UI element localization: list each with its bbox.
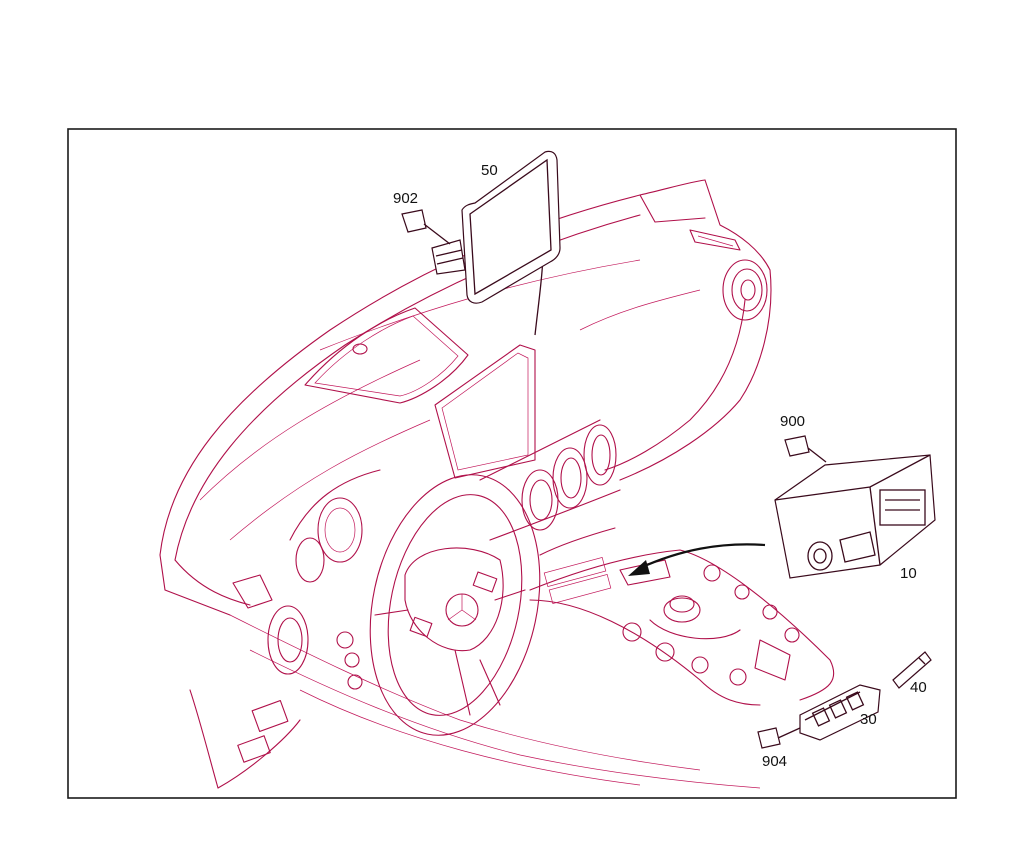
callout-900: 900 [780,413,805,430]
installation-arrow [628,543,766,576]
callout-902: 902 [393,190,418,207]
callout-40: 40 [910,679,927,696]
steering-wheel [369,474,541,736]
part-50-display [431,150,561,304]
part-900-connector [784,435,827,463]
part-40-usb [892,651,932,689]
top-panel [304,307,469,404]
dashboard-outline [159,179,772,789]
center-vents [479,419,621,541]
right-side-vent [689,229,768,321]
callout-labels: 50 902 900 10 40 30 904 [393,162,927,770]
instrument-cluster [289,469,381,583]
center-console [529,527,835,706]
lower-left-controls [237,631,363,763]
callout-904: 904 [762,753,787,770]
part-30-module [799,684,881,741]
part-904-connector [757,727,801,749]
diagram-frame [67,128,957,799]
callout-10: 10 [900,565,917,582]
left-side-vent [232,574,309,675]
callout-30: 30 [860,711,877,728]
part-10-head-unit [774,454,936,579]
callout-50: 50 [481,162,498,179]
part-902-connector [401,209,451,245]
